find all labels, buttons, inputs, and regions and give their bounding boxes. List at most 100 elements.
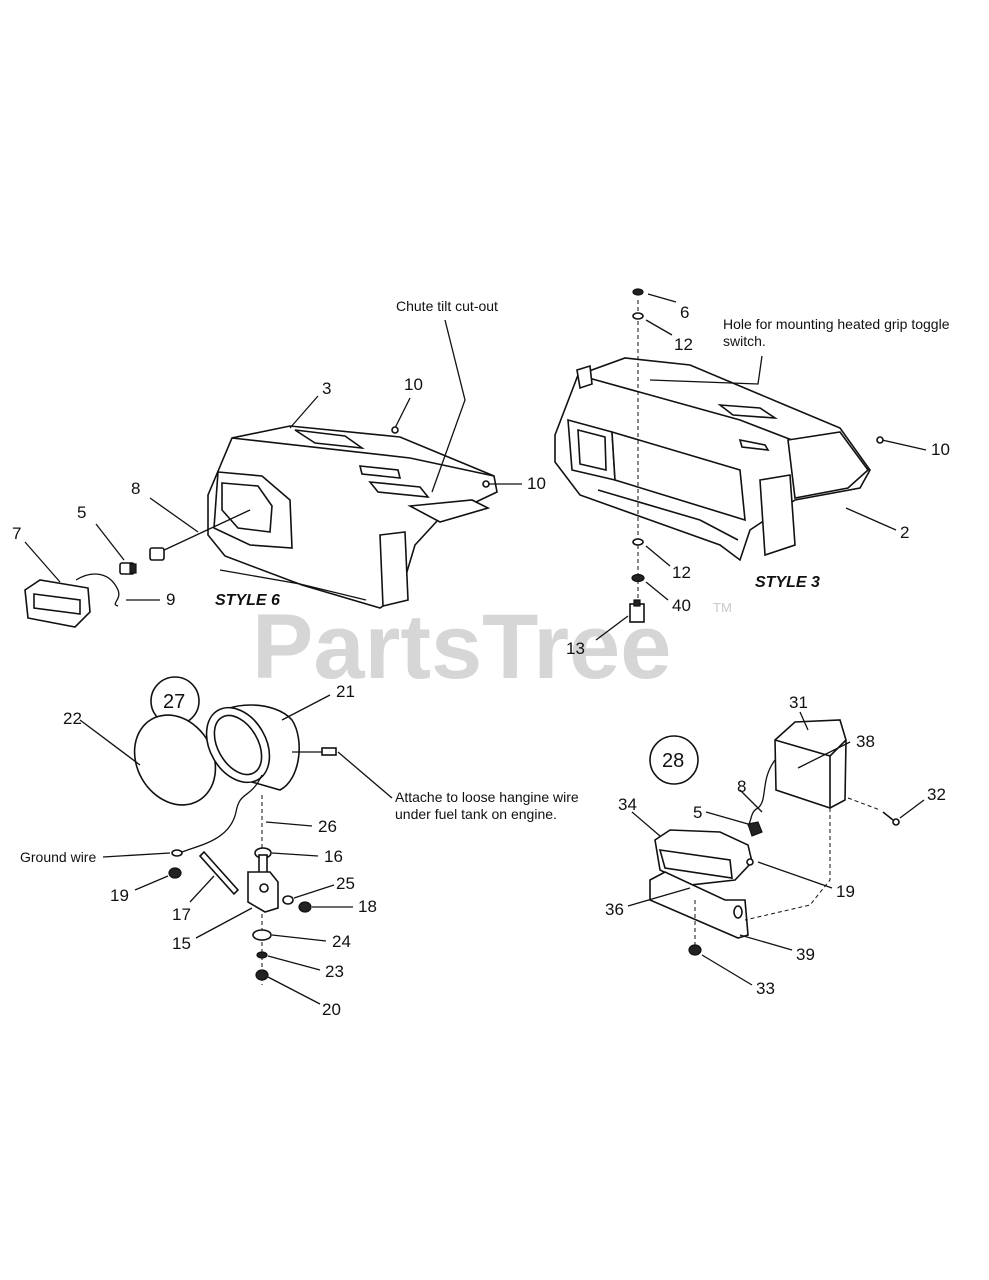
part-16-bolt <box>254 847 272 878</box>
note-hole-line2: switch. <box>723 333 766 349</box>
leader-22 <box>79 719 141 766</box>
callout-22: 22 <box>63 709 82 728</box>
callout-12a-s3: 12 <box>674 335 693 354</box>
part-ground-ring <box>171 849 183 857</box>
leader-40-s3 <box>645 581 669 601</box>
part-9-wire <box>75 573 120 607</box>
note-attach-line2: under fuel tank on engine. <box>395 806 557 822</box>
leader-10-s3 <box>881 439 927 451</box>
callout-26: 26 <box>318 817 337 836</box>
leader-34 <box>631 811 661 837</box>
part-40-washer <box>631 573 645 583</box>
leader-attach <box>337 751 393 799</box>
note-chute-tilt: Chute tilt cut-out <box>396 298 498 314</box>
leader-20 <box>267 976 321 1005</box>
callout-10-s3: 10 <box>931 440 950 459</box>
part-21-housing <box>205 704 337 791</box>
leader-39 <box>739 934 793 951</box>
g28-axis-b <box>744 808 831 921</box>
watermark-tm: TM <box>713 600 732 615</box>
part-17-bolt <box>198 850 240 896</box>
callout-32: 32 <box>927 785 946 804</box>
callout-19-27: 19 <box>110 886 129 905</box>
callout-12b-s3: 12 <box>672 563 691 582</box>
part-32-screw <box>882 811 894 821</box>
g28-axis-c <box>847 797 881 811</box>
callout-21: 21 <box>336 682 355 701</box>
leader-19-28 <box>757 861 833 889</box>
callout-3-s6: 3 <box>322 379 331 398</box>
leader-6-s3 <box>647 293 677 303</box>
leader-32 <box>899 799 925 819</box>
leader-13-s3 <box>595 615 629 641</box>
callout-15: 15 <box>172 934 191 953</box>
callout-25: 25 <box>336 874 355 893</box>
callout-9-s6: 9 <box>166 590 175 609</box>
leader-15 <box>195 907 253 939</box>
callout-23: 23 <box>325 962 344 981</box>
part-6-nut <box>632 288 644 296</box>
part-5-socket <box>119 562 137 575</box>
part-7-lens <box>24 579 91 628</box>
callout-10a-s6: 10 <box>404 375 423 394</box>
part-31-cover <box>774 719 847 809</box>
leader-33 <box>701 954 753 986</box>
leader-12b-s3 <box>645 545 671 567</box>
part-12b-washer <box>632 538 644 546</box>
part-13-switch <box>629 599 645 623</box>
callout-31: 31 <box>789 693 808 712</box>
label-style3: STYLE 3 <box>755 574 820 591</box>
callout-20: 20 <box>322 1000 341 1019</box>
part-19-nut-27 <box>168 867 182 879</box>
leader-5-28 <box>705 811 749 825</box>
leader-8-s6 <box>149 497 199 533</box>
callout-17: 17 <box>172 905 191 924</box>
part-25-washer <box>282 895 294 905</box>
part-34-box <box>654 829 753 886</box>
callout-16: 16 <box>324 847 343 866</box>
leader-26 <box>265 821 313 827</box>
callout-19-28: 19 <box>836 882 855 901</box>
callout-39: 39 <box>796 945 815 964</box>
callout-36: 36 <box>605 900 624 919</box>
leader-hole <box>649 355 763 385</box>
leader-31 <box>799 711 809 731</box>
callout-7-s6: 7 <box>12 524 21 543</box>
callout-28: 28 <box>662 750 684 772</box>
leader-8-28 <box>739 789 763 813</box>
callout-40-s3: 40 <box>672 596 691 615</box>
leader-19-27 <box>134 875 169 891</box>
note-attach-line1: Attache to loose hangine wire <box>395 789 579 805</box>
leader-ground <box>102 852 171 858</box>
callout-2-s3: 2 <box>900 523 909 542</box>
leader-10a-s6 <box>394 397 411 429</box>
callout-13-s3: 13 <box>566 639 585 658</box>
leader-38 <box>797 741 851 769</box>
callout-5-28: 5 <box>693 803 702 822</box>
part-15-bracket <box>247 871 279 913</box>
note-ground-wire: Ground wire <box>20 849 96 865</box>
callout-6-s3: 6 <box>680 303 689 322</box>
callout-18: 18 <box>358 897 377 916</box>
part-33-nut <box>688 944 702 956</box>
leader-21 <box>281 694 331 721</box>
callout-34: 34 <box>618 795 637 814</box>
part-8-harness <box>149 509 251 561</box>
watermark-text: PartsTree <box>252 596 671 698</box>
part-5-connector-28 <box>747 821 763 837</box>
leader-5-s6 <box>95 523 125 561</box>
leader-25 <box>293 884 335 899</box>
callout-8-28: 8 <box>737 777 746 796</box>
callout-8-s6: 8 <box>131 479 140 498</box>
part-8-wire-28 <box>747 759 776 827</box>
style3-console <box>554 357 871 562</box>
leader-36 <box>627 887 691 907</box>
part-20-nut <box>255 969 269 981</box>
leader-7-s6 <box>24 541 61 583</box>
part-18-nut <box>298 901 312 913</box>
callout-10b-s6: 10 <box>527 474 546 493</box>
style6-console <box>207 425 498 609</box>
leader-17 <box>189 875 215 903</box>
callout-28-circle <box>649 735 699 785</box>
